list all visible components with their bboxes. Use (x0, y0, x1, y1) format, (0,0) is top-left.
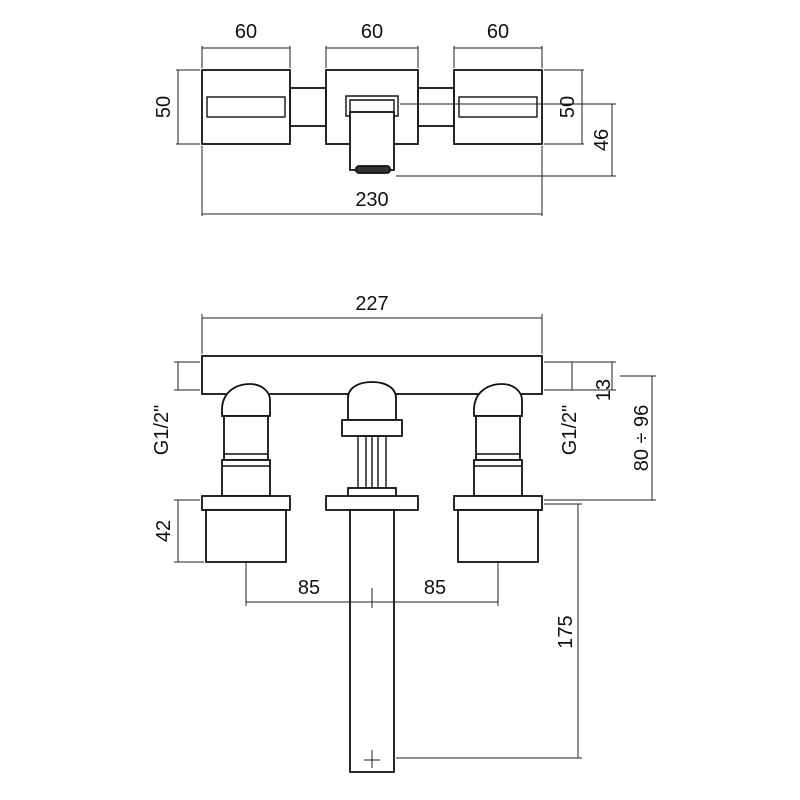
front-dim-thread-right (544, 361, 616, 391)
front-spout (325, 381, 419, 773)
top-width-right-label: 60 (487, 21, 509, 43)
top-spout-outline (345, 95, 399, 117)
front-overall-width-label: 227 (355, 293, 388, 315)
front-thread-right-label: G1/2" (559, 405, 581, 455)
front-spacing-left-label: 85 (298, 577, 320, 599)
front-spout-length-label: 175 (555, 615, 577, 648)
front-handle-left (205, 509, 287, 563)
top-spout-projection-label: 46 (591, 129, 613, 151)
front-dim-thread-left (174, 361, 200, 391)
front-dim-overall (201, 314, 543, 354)
front-spout-flange (325, 495, 419, 511)
top-spout-aerator (355, 165, 391, 174)
front-view: 227 G1/2" G1/2" 13 80 ÷ 96 (151, 293, 656, 773)
top-dim-heights (176, 69, 616, 177)
top-height-left-label: 50 (153, 96, 175, 118)
front-thread-left-label: G1/2" (151, 405, 173, 455)
front-dim-handle-height (174, 499, 204, 563)
front-spout-pipe (349, 509, 395, 773)
front-dim-depth (544, 375, 656, 501)
top-connector-left (289, 87, 327, 127)
top-height-right-label: 50 (557, 96, 579, 118)
front-flange-left (201, 495, 291, 511)
front-handle-height-label: 42 (153, 520, 175, 542)
top-handle-right-slot (458, 96, 538, 118)
top-width-left-label: 60 (235, 21, 257, 43)
top-handle-left (201, 69, 291, 145)
top-connector-right (417, 87, 455, 127)
top-spout-neck (349, 111, 395, 171)
front-dim-spout-length (396, 503, 582, 759)
top-handle-left-slot (206, 96, 286, 118)
front-dim-spacing (245, 562, 499, 608)
front-spacing-right-label: 85 (424, 577, 446, 599)
front-flange-right (453, 495, 543, 511)
top-view: 60 60 60 50 50 46 230 (153, 21, 616, 216)
top-overall-width-label: 230 (355, 189, 388, 211)
front-handle-right (457, 509, 539, 563)
top-dim-widths (201, 46, 543, 68)
top-dim-overall (201, 146, 543, 216)
front-plate-thickness-label: 13 (593, 379, 615, 401)
front-valve-left (201, 383, 291, 563)
front-valve-right (453, 383, 543, 563)
front-depth-range-label: 80 ÷ 96 (631, 405, 653, 472)
top-handle-right (453, 69, 543, 145)
top-width-center-label: 60 (361, 21, 383, 43)
